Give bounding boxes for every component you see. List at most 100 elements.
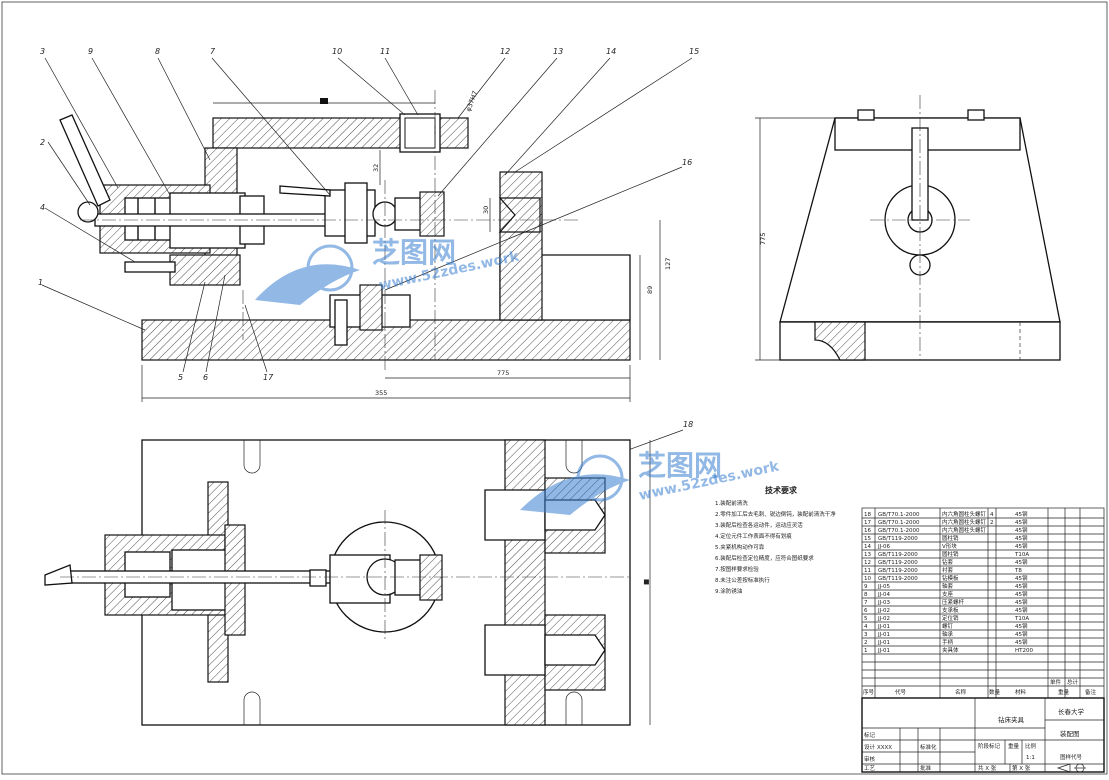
note-1: 1.装配前清洗 — [715, 499, 748, 507]
bom-code-14: JJ-06 — [877, 544, 891, 550]
bom-qty-18: 4 — [990, 512, 994, 518]
watermark-brand: 芝图网 — [372, 236, 456, 269]
top-view: ■ — [44, 439, 651, 726]
tb-drawing: 装配图 — [1060, 729, 1080, 738]
bom-mat-2: 45钢 — [1015, 638, 1028, 646]
bom-no-13: 13 — [864, 552, 871, 558]
bom-code-4: JJ-01 — [877, 624, 890, 630]
bom-mat-5: T10A — [1014, 616, 1029, 622]
label-5: 5 — [178, 373, 183, 382]
bom-name-17: 内六角圆柱头螺钉 — [942, 518, 987, 526]
bom-no-11: 11 — [864, 568, 871, 574]
bom-header-weight: 重量 — [1058, 688, 1070, 696]
dim-top-height: ■ — [642, 579, 650, 585]
tb-std-label: 标准化 — [920, 743, 937, 751]
handle — [59, 114, 111, 207]
dim-89: 89 — [646, 286, 654, 294]
label-9: 9 — [88, 47, 93, 56]
bom-mat-13: T10A — [1014, 552, 1029, 558]
bom-no-14: 14 — [864, 544, 871, 550]
bom-name-16: 内六角圆柱头螺钉 — [942, 526, 987, 534]
bom-no-2: 2 — [864, 640, 868, 646]
bom-name-7: 压紧螺杆 — [942, 598, 965, 606]
label-12: 12 — [500, 47, 510, 56]
tb-sheet-no: 第 X 张 — [1012, 764, 1031, 772]
bom-header-remark: 备注 — [1085, 688, 1097, 696]
bom-header-mat: 材料 — [1015, 688, 1027, 696]
note-5: 5.夹紧机构动作可靠 — [715, 543, 765, 551]
dim-127: 127 — [664, 258, 672, 270]
label-13: 13 — [553, 47, 563, 56]
bom-code-6: JJ-02 — [877, 608, 890, 614]
bom-no-18: 18 — [864, 512, 871, 518]
note-7: 7.按图样要求检验 — [715, 565, 759, 573]
bom-no-9: 9 — [864, 584, 868, 590]
watermark-brand-2: 芝图网 — [638, 449, 722, 482]
label-15: 15 — [689, 47, 699, 56]
bom-no-17: 17 — [864, 520, 871, 526]
bom-name-2: 手柄 — [942, 638, 954, 646]
tb-check-label: 审核 — [864, 755, 876, 763]
tb-code: 图样代号 — [1060, 753, 1083, 761]
bom-no-8: 8 — [864, 592, 868, 598]
bom-name-6: 支承板 — [942, 606, 959, 614]
bom-mat-10: 45钢 — [1015, 574, 1028, 582]
dim-775-horizontal: 775 — [497, 369, 509, 377]
bom-header-total: 总计 — [1067, 678, 1079, 686]
tb-approve-label: 批准 — [920, 764, 932, 772]
bom-name-11: 衬套 — [942, 566, 954, 574]
bom-mat-6: 45钢 — [1015, 606, 1028, 614]
body-upright — [499, 171, 543, 321]
bom-header-unit: 单件 — [1050, 678, 1062, 686]
bom-name-12: 钻套 — [942, 558, 954, 566]
bom-name-13: 圆柱销 — [942, 550, 959, 558]
bom-code-18: GB/T70.1-2000 — [878, 512, 920, 518]
bom-code-2: JJ-01 — [877, 640, 890, 646]
note-8: 8.未注公差按标准执行 — [715, 576, 770, 584]
bom-code-8: JJ-04 — [877, 592, 891, 598]
dim-32: 32 — [372, 164, 380, 172]
bom-code-13: GB/T119-2000 — [878, 552, 918, 558]
label-18: 18 — [683, 420, 693, 429]
tb-university: 长春大学 — [1058, 707, 1085, 716]
bom-name-18: 内六角圆柱头螺钉 — [942, 510, 987, 518]
note-9: 9.涂防锈油 — [715, 587, 743, 595]
tb-designer-label: 设计 — [864, 743, 876, 751]
bom-code-11: GB/T119-2000 — [878, 568, 918, 574]
bom-mat-18: 45钢 — [1015, 510, 1028, 518]
bom-name-8: 支座 — [942, 590, 954, 598]
label-14: 14 — [606, 47, 616, 56]
bom-code-9: JJ-05 — [877, 584, 891, 590]
bom-name-5: 定位销 — [942, 614, 959, 622]
label-4: 4 — [40, 203, 45, 212]
bom-code-15: GB/T119-2000 — [878, 536, 918, 542]
bom-mat-11: T8 — [1014, 568, 1022, 574]
note-6: 6.装配后检查定位精度，应符合图纸要求 — [715, 554, 814, 562]
note-4: 4.定位元件工作表面不得有划痕 — [715, 532, 792, 540]
tb-sheet-total: 共 X 张 — [978, 764, 997, 772]
label-11: 11 — [380, 47, 390, 56]
bom-name-3: 轴承 — [942, 630, 954, 638]
bom-name-4: 螺钉 — [942, 622, 954, 630]
bom-mat-17: 45钢 — [1015, 518, 1028, 526]
bom-code-10: GB/T119-2000 — [878, 576, 918, 582]
projection-symbol-icon — [1056, 763, 1086, 773]
tb-part-name: 钻床夹具 — [998, 715, 1025, 724]
bom-name-14: V形块 — [942, 542, 957, 550]
dim-775-vertical: 775 — [759, 233, 767, 245]
side-view — [755, 95, 1061, 361]
bom-name-15: 圆柱销 — [942, 534, 959, 542]
watermark-logo-icon-2 — [520, 454, 630, 515]
bom-name-1: 夹具体 — [942, 646, 959, 654]
note-2: 2.零件加工后去毛刺、锐边倒钝，装配前清洗干净 — [715, 510, 836, 518]
bom-no-5: 5 — [864, 616, 868, 622]
bom-mat-14: 45钢 — [1015, 542, 1028, 550]
bom-header-no: 序号 — [863, 688, 875, 696]
bom-code-3: JJ-01 — [877, 632, 890, 638]
bom-mat-8: 45钢 — [1015, 590, 1028, 598]
tb-designer: XXXX — [877, 745, 892, 751]
bom-no-7: 7 — [864, 600, 868, 606]
watermark-logo-icon — [255, 244, 360, 305]
note-3: 3.装配后检查各运动件，运动应灵活 — [715, 521, 803, 529]
